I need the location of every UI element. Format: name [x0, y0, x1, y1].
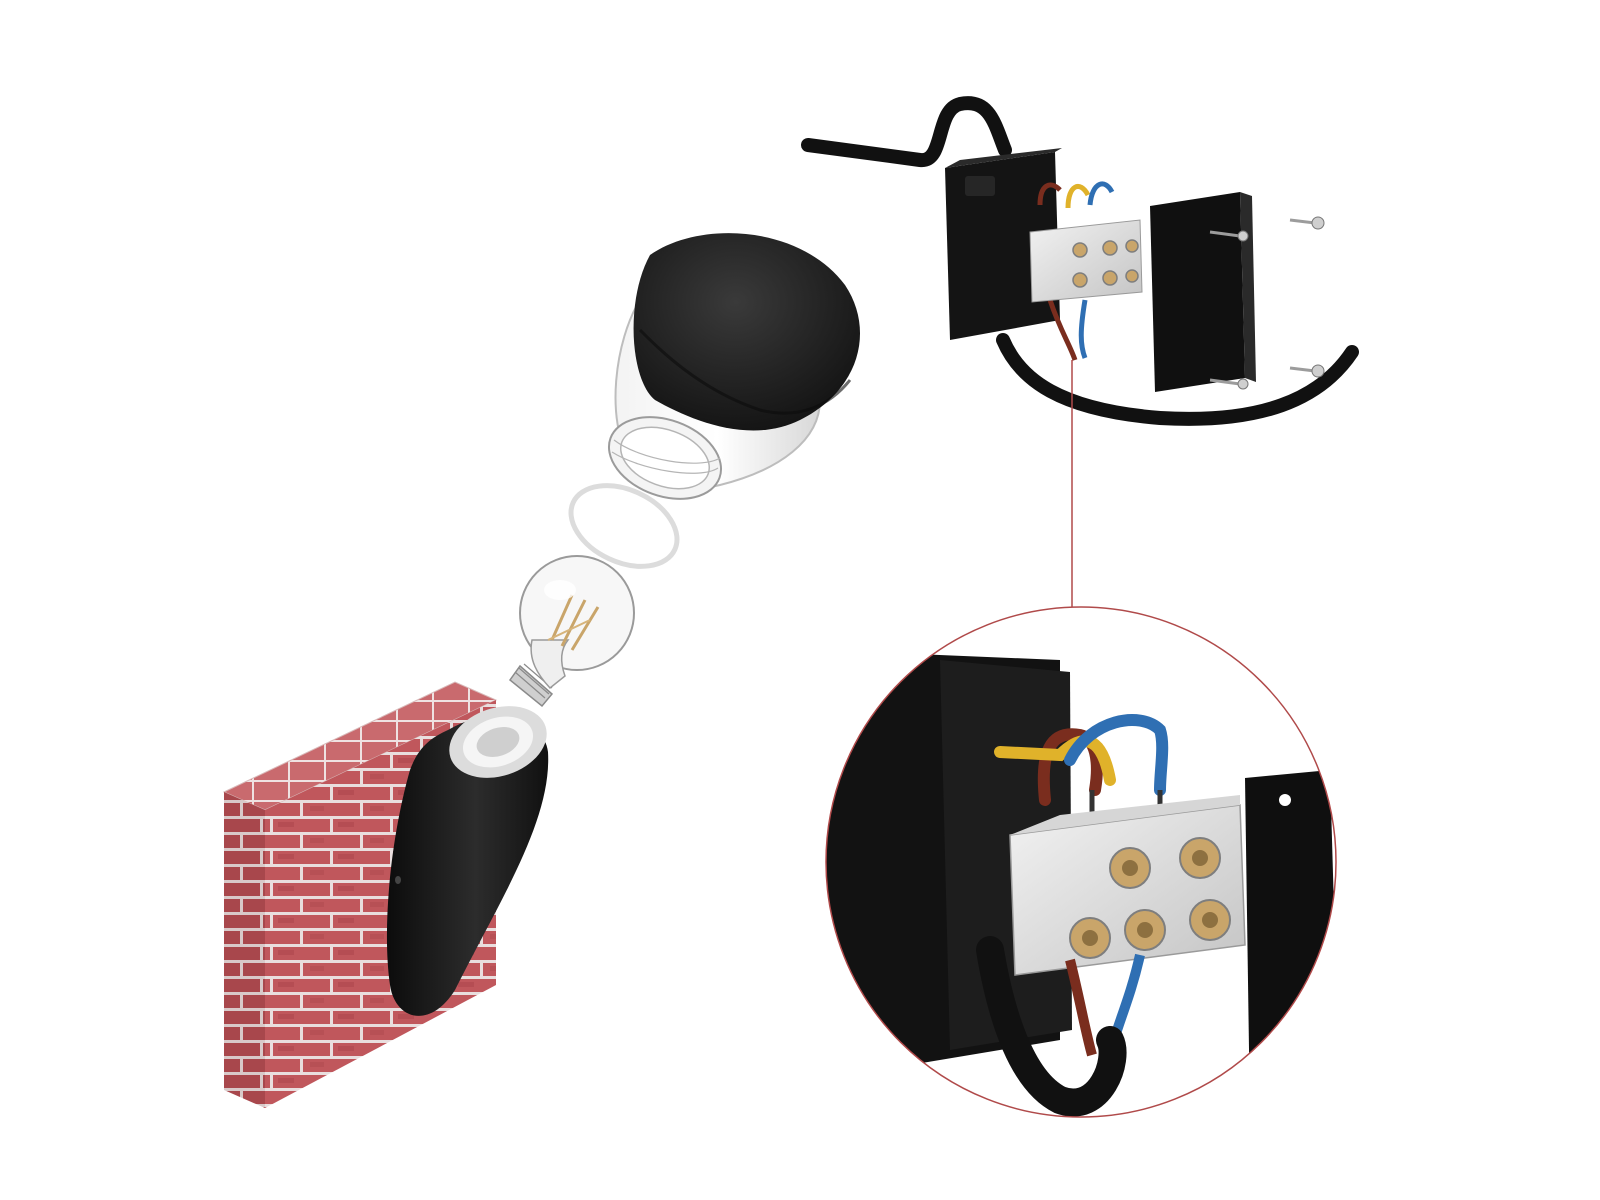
- led-filament-bulb: [508, 555, 635, 708]
- wiring-detail-magnifier: [825, 606, 1337, 1118]
- junction-box-cover: [1150, 192, 1256, 392]
- terminal-block: [1029, 219, 1143, 303]
- lamp-body: [386, 706, 549, 1016]
- gasket-ring: [568, 483, 680, 569]
- mounting-screws: [1209, 216, 1325, 390]
- glass-diffuser-with-cap: [607, 233, 860, 500]
